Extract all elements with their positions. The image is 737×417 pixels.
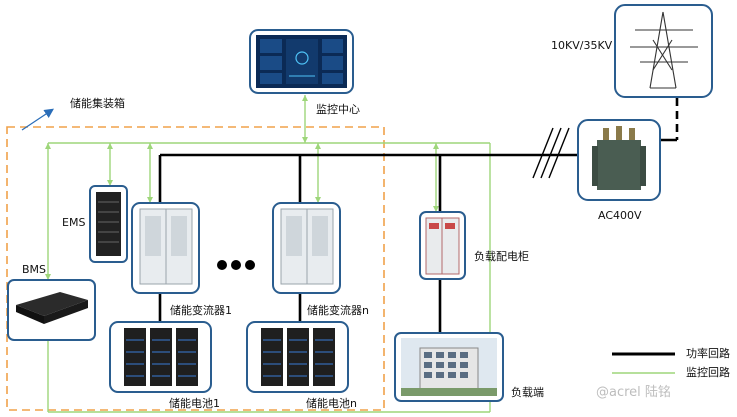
- pcs-n-label: 储能变流器n: [307, 304, 369, 317]
- legend-power-label: 功率回路: [686, 347, 730, 360]
- line-break-marks: [532, 127, 570, 179]
- battery-1-rack: [109, 321, 212, 393]
- load-label: 负载端: [511, 386, 544, 399]
- grid-label: 10KV/35KV: [551, 39, 613, 52]
- transformer: [577, 119, 661, 201]
- bms-unit: [7, 279, 96, 341]
- ellipsis-dots: [217, 260, 255, 270]
- container-arrow: [21, 108, 54, 131]
- bms-label: BMS: [22, 263, 47, 276]
- ems-label: EMS: [62, 216, 86, 229]
- watermark: @acrel 陆铭: [596, 385, 671, 400]
- battery-n-label: 储能电池n: [306, 397, 357, 410]
- load-building: [394, 332, 504, 402]
- battery-1-label: 储能电池1: [169, 397, 220, 410]
- pcs-1-label: 储能变流器1: [170, 304, 232, 317]
- container-boundary: [6, 126, 385, 411]
- monitor-center-label: 监控中心: [316, 103, 360, 116]
- legend-monitor-label: 监控回路: [686, 366, 730, 379]
- load-cabinet: [419, 211, 466, 280]
- battery-n-rack: [246, 321, 349, 393]
- monitor-arrowheads: [45, 95, 439, 280]
- transformer-label: AC400V: [598, 209, 642, 222]
- monitor-center-screen: [249, 29, 354, 94]
- ems-cabinet: [89, 185, 128, 263]
- load-cabinet-label: 负载配电柜: [474, 250, 529, 263]
- power-lines: [158, 138, 677, 333]
- pcs-1-cabinet: [131, 202, 200, 294]
- container-label: 储能集装箱: [70, 97, 125, 110]
- grid-tower: [614, 4, 713, 98]
- pcs-n-cabinet: [272, 202, 341, 294]
